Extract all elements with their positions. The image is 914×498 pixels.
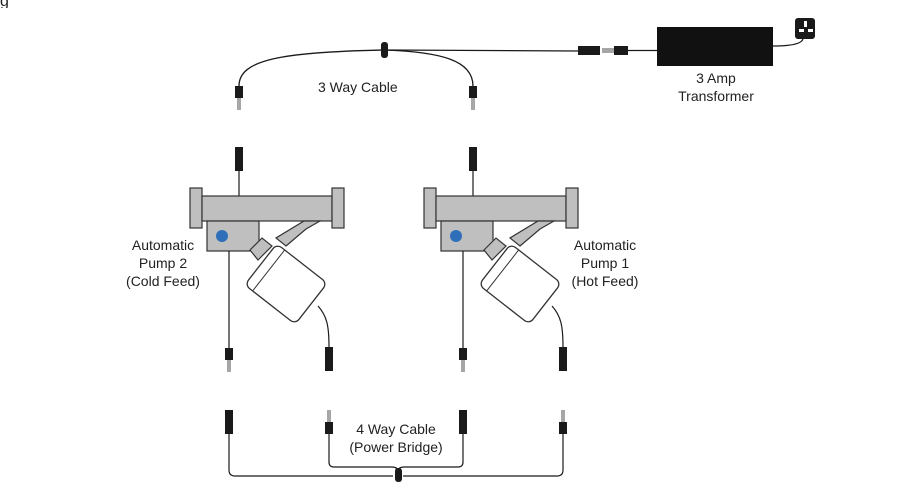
pump-2-label: Automatic Pump 2 (Cold Feed) — [126, 237, 200, 289]
transformer-label: 3 Amp Transformer — [678, 70, 754, 104]
pump-2 — [189, 147, 345, 348]
three-way-cable — [238, 49, 579, 87]
three-way-cable-label: 3 Way Cable — [318, 79, 398, 95]
four-way-cable-label: 4 Way Cable (Power Bridge) — [349, 421, 443, 455]
transformer-connector[interactable] — [578, 46, 657, 55]
three-way-right-plug[interactable] — [469, 86, 477, 110]
three-way-left-plug[interactable] — [235, 86, 243, 110]
plug-cable — [772, 37, 804, 47]
cable-junction — [381, 42, 388, 58]
transformer-box — [657, 27, 773, 66]
pump-2-left-plug[interactable] — [225, 348, 233, 372]
pump-1-left-plug[interactable] — [459, 348, 467, 372]
pump-2-right-plug[interactable] — [325, 347, 333, 371]
indicator-light — [216, 230, 228, 242]
bridge-plug-1[interactable] — [225, 410, 233, 434]
bridge-plug-3[interactable] — [459, 410, 467, 434]
bridge-plug-4[interactable] — [559, 410, 567, 434]
pump-1-right-plug[interactable] — [559, 347, 567, 371]
pump-1 — [423, 147, 579, 348]
pump-1-label: Automatic Pump 1 (Hot Feed) — [571, 237, 639, 289]
bridge-plug-2[interactable] — [325, 410, 333, 434]
mains-plug-icon — [795, 18, 815, 39]
indicator-light — [450, 230, 462, 242]
corner-glyph: g — [0, 0, 30, 8]
bridge-junction — [395, 468, 402, 482]
